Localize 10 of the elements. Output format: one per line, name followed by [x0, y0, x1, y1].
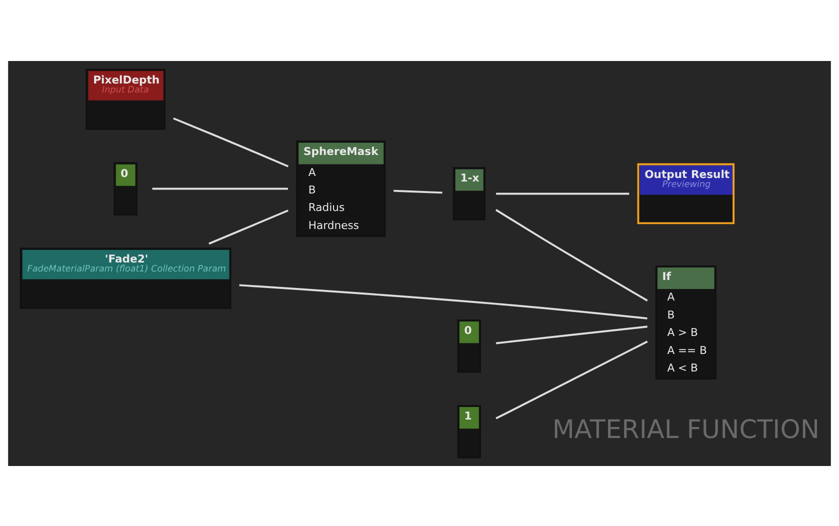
connector — [208, 209, 288, 244]
connector — [496, 340, 648, 419]
connector — [496, 325, 648, 344]
connector — [496, 192, 630, 194]
connector — [239, 284, 648, 319]
connector — [173, 116, 289, 167]
label: MATERIAL FUNCTION — [552, 414, 820, 444]
connector — [495, 208, 648, 301]
connector — [152, 187, 288, 190]
connector — [394, 189, 442, 194]
